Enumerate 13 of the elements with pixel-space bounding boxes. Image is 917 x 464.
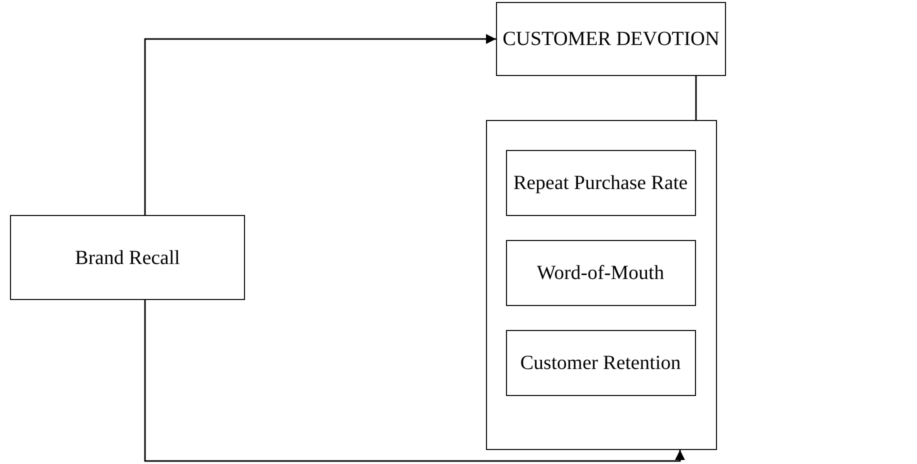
process-box — [10, 215, 245, 300]
connector-arrow — [144, 34, 496, 215]
connector-arrow — [144, 300, 685, 462]
process-box — [506, 330, 696, 396]
process-box — [496, 2, 726, 76]
process-box — [506, 150, 696, 216]
process-box — [506, 240, 696, 306]
box-label: Repeat Purchase Rate — [513, 172, 688, 194]
box-label: CUSTOMER DEVOTION — [502, 28, 720, 50]
box-label: Customer Retention — [520, 352, 681, 374]
box-label: Brand Recall — [75, 246, 180, 268]
box-label: Word-of-Mouth — [536, 262, 664, 284]
container-box — [486, 120, 717, 450]
